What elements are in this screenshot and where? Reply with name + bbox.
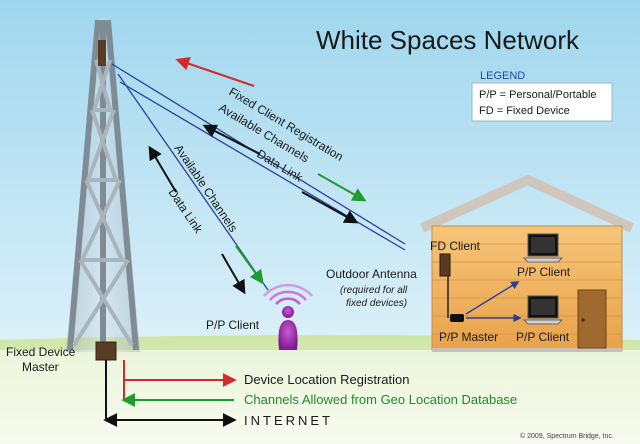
antenna-note-line1: (required for all: [340, 285, 408, 296]
pp-client-label: P/P Client: [206, 318, 260, 332]
registration-label: Device Location Registration: [244, 372, 409, 387]
diagram-title: White Spaces Network: [316, 25, 580, 55]
antenna-note-line2: fixed devices): [346, 298, 407, 309]
pp-client-lower-label: P/P Client: [516, 330, 570, 344]
fd-registration-arrow: [175, 57, 255, 87]
fd-client-label: FD Client: [430, 239, 481, 253]
legend: LEGEND P/P = Personal/Portable FD = Fixe…: [471, 70, 613, 122]
tower-label-line2: Master: [22, 360, 59, 374]
pp-channels-arrow: [235, 245, 264, 285]
fd-channels-arrow: [317, 173, 367, 202]
laptop-upper-icon: [522, 233, 564, 263]
pp-datalink-arrow-down: [221, 253, 246, 295]
tower-base-device-icon: [95, 341, 117, 361]
fd-client-antenna: [439, 253, 464, 322]
laptop-lower-icon: [522, 295, 564, 325]
pp-master-label: P/P Master: [439, 330, 498, 344]
outdoor-antenna-label: Outdoor Antenna: [326, 267, 417, 281]
legend-line-fd: FD = Fixed Device: [479, 105, 570, 117]
pp-master-device-icon: [450, 314, 464, 322]
fd-datalink-arrow-left: [202, 124, 261, 155]
fd-links: [111, 57, 406, 251]
tower: [66, 18, 140, 361]
fd-datalink-arrow-right: [301, 191, 359, 224]
legend-heading: LEGEND: [480, 70, 525, 82]
internet-label: INTERNET: [244, 413, 333, 428]
pp-client-person-icon: [263, 283, 313, 350]
legend-box: [471, 82, 613, 122]
database-connections: [103, 360, 237, 427]
tower-antenna-icon: [98, 40, 106, 66]
tower-label-line1: Fixed Device: [6, 345, 76, 359]
pp-client-upper-label: P/P Client: [517, 265, 571, 279]
pp-links: [117, 73, 269, 295]
house: [419, 175, 635, 352]
pp-datalink-arrow-up: [148, 145, 177, 193]
outdoor-antenna-icon: [439, 253, 451, 277]
legend-line-pp: P/P = Personal/Portable: [479, 89, 597, 101]
channels-allowed-label: Channels Allowed from Geo Location Datab…: [244, 392, 517, 407]
pp-master-to-upper-arrow: [465, 281, 520, 315]
copyright-text: © 2009, Spectrum Bridge, Inc.: [520, 432, 614, 440]
